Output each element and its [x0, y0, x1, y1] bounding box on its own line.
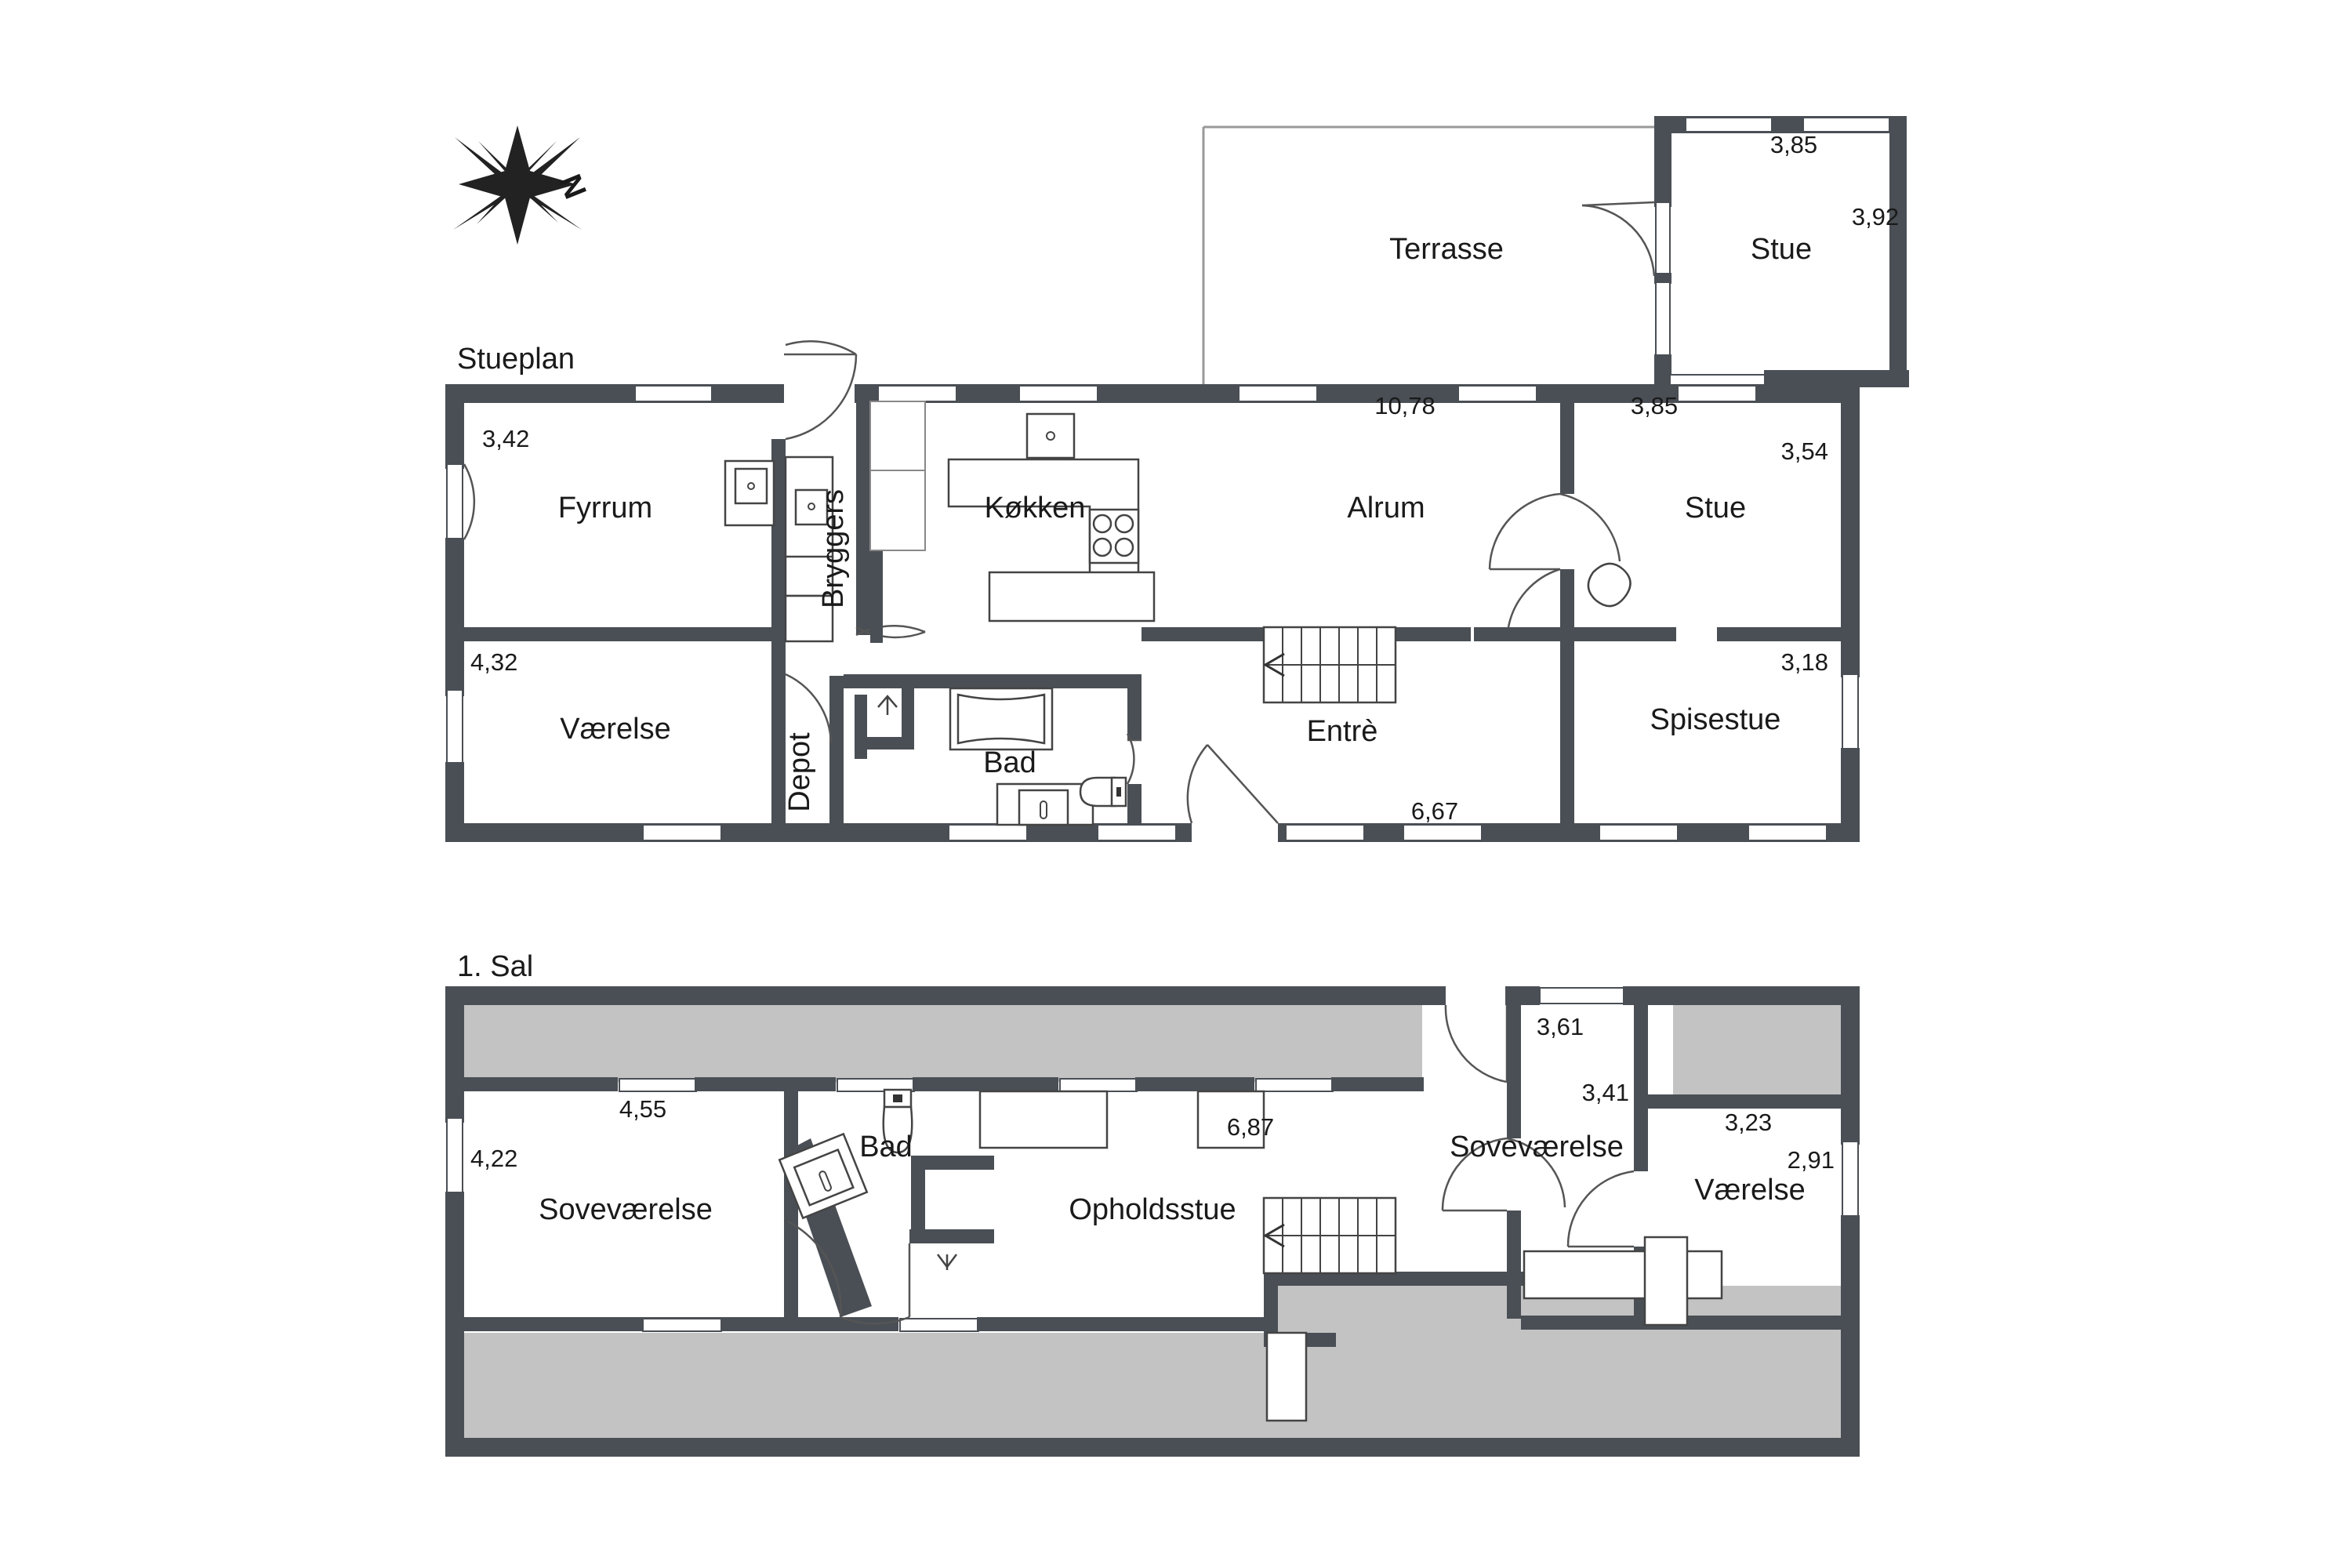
dimension-4-22: 4,22: [470, 1145, 517, 1172]
dimension-3-85-upper: 3,85: [1770, 131, 1817, 158]
first-floor-fixtures: [778, 1088, 1723, 1422]
dimension-6-67: 6,67: [1411, 797, 1458, 825]
dimension-6-87: 6,87: [1227, 1113, 1274, 1141]
kitchen-fixtures: [947, 412, 1156, 622]
ground-interior-walls: [464, 340, 1858, 825]
room-label-alrum: Alrum: [1347, 492, 1425, 524]
room-label-vaerelse: Værelse: [560, 713, 671, 746]
shaded-area-top-left: [464, 1005, 1422, 1082]
stairs-ground: [1262, 626, 1397, 704]
room-label-stue-lower: Stue: [1685, 492, 1746, 524]
dimension-3-54: 3,54: [1781, 437, 1828, 465]
bryggers-fixtures: [724, 401, 926, 643]
room-label-bad-ground: Bad: [983, 746, 1036, 779]
dimension-3-42: 3,42: [482, 425, 529, 452]
room-label-sovevaerelse-1: Soveværelse: [539, 1193, 713, 1226]
room-label-terrasse: Terrasse: [1389, 233, 1504, 266]
dimension-3-61: 3,61: [1537, 1013, 1584, 1040]
compass-rose-icon: N: [453, 125, 593, 245]
stairs-first: [1262, 1196, 1397, 1275]
dimension-3-92: 3,92: [1852, 203, 1899, 230]
room-label-sovevaerelse-2: Soveværelse: [1450, 1131, 1624, 1163]
room-label-opholdsstue: Opholdsstue: [1069, 1193, 1236, 1226]
dimension-2-91: 2,91: [1788, 1146, 1835, 1174]
dimension-3-41: 3,41: [1582, 1079, 1629, 1106]
shaded-area-top-right: [1673, 1005, 1852, 1101]
shaded-area-bottom-left: [464, 1333, 1264, 1457]
room-label-bad-first: Bad: [859, 1131, 913, 1163]
room-label-spisestue: Spisestue: [1650, 703, 1781, 736]
room-label-depot: Depot: [783, 732, 816, 812]
room-label-vaerelse-first: Værelse: [1694, 1174, 1806, 1207]
room-label-kokken: Køkken: [985, 492, 1086, 524]
upper-stue-walls: [1581, 116, 1909, 390]
room-label-fyrrum: Fyrrum: [558, 492, 652, 524]
room-label-entre: Entrè: [1307, 715, 1378, 748]
floor-ground: Stueplan: [445, 116, 1909, 842]
dimension-3-85-lower: 3,85: [1631, 392, 1678, 419]
floor-title-ground: Stueplan: [457, 343, 575, 376]
dimension-3-23: 3,23: [1725, 1109, 1772, 1136]
terrasse-outline: [1202, 125, 1662, 392]
first-outer-walls: [445, 986, 1860, 1457]
shaded-area-bottom-right: [1264, 1286, 1852, 1457]
bathroom-fixtures-ground: [877, 687, 1127, 826]
dimension-4-55: 4,55: [619, 1095, 666, 1123]
room-label-stue-upper: Stue: [1751, 233, 1812, 266]
ground-outer-walls: [445, 384, 1860, 842]
first-interior-walls: [464, 1005, 1850, 1347]
dimension-10-78: 10,78: [1374, 392, 1436, 419]
floor-first: 1. Sal: [445, 950, 1860, 1457]
room-label-bryggers: Bryggers: [817, 489, 850, 608]
dimension-4-32: 4,32: [470, 648, 517, 676]
dimension-3-18: 3,18: [1781, 648, 1828, 676]
floor-title-first: 1. Sal: [457, 950, 533, 983]
